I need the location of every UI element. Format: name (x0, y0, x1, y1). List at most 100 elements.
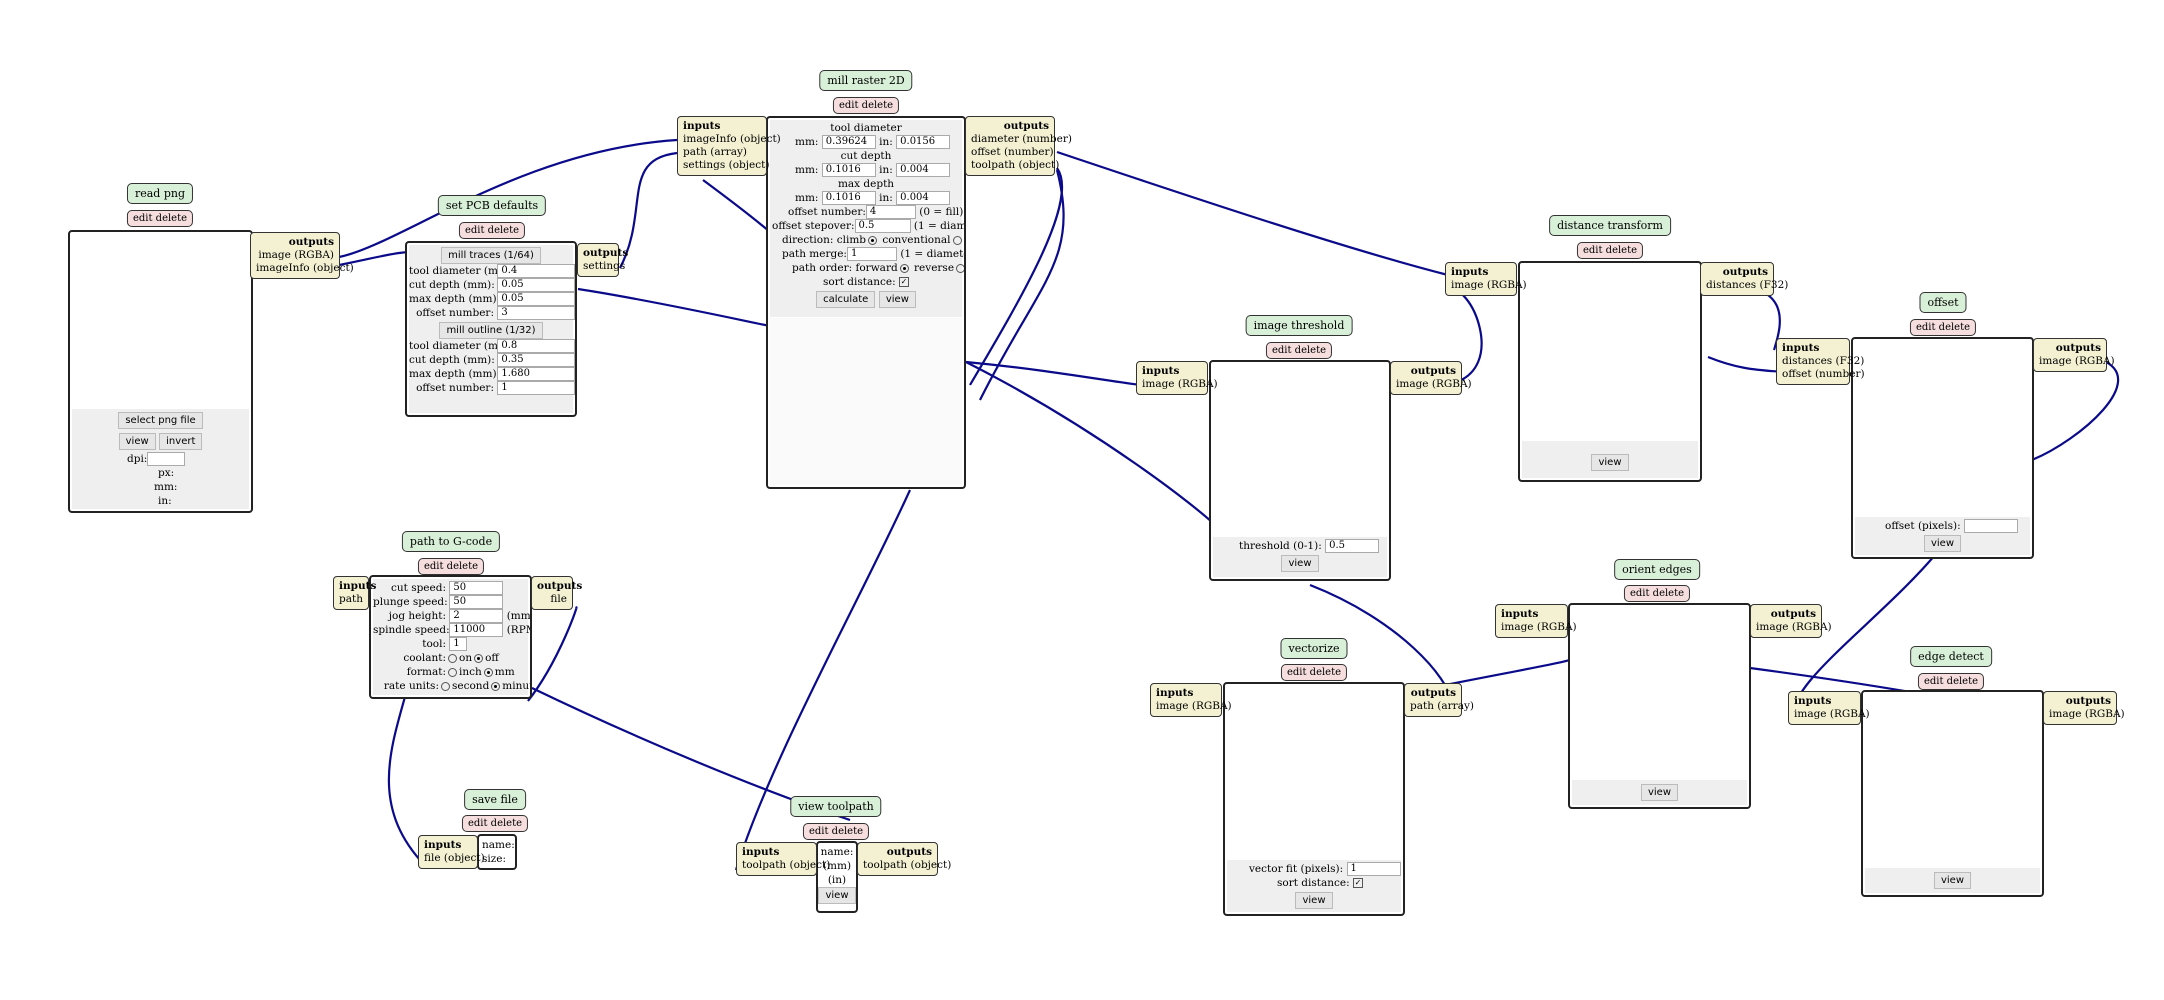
tool-input[interactable]: 1 (449, 637, 468, 651)
distance-transform-title[interactable]: distance transform (1549, 215, 1671, 236)
edit-delete-controls[interactable]: edit delete (1909, 319, 1977, 336)
offset-number-input[interactable]: 3 (497, 306, 575, 320)
view-button[interactable]: view (818, 887, 856, 904)
input-port[interactable]: settings (object) (683, 159, 770, 171)
mill-raster-title[interactable]: mill raster 2D (819, 70, 913, 91)
read-png-outputs[interactable]: outputs image (RGBA) imageInfo (object) (250, 232, 354, 279)
mill-raster-outputs[interactable]: outputs diameter (number) offset (number… (965, 116, 1072, 176)
save-file-inputs[interactable]: inputs file (object) (418, 835, 485, 869)
offset-number-input[interactable]: 1 (497, 381, 575, 395)
offset-outputs[interactable]: outputs image (RGBA) (2033, 338, 2115, 372)
edit-delete-controls[interactable]: edit delete (1576, 242, 1644, 259)
edit-delete-controls[interactable]: edit delete (458, 222, 526, 239)
input-port[interactable]: image (RGBA) (1156, 700, 1232, 712)
edit-delete-controls[interactable]: edit delete (417, 558, 485, 575)
edit-delete-controls[interactable]: edit delete (802, 823, 870, 840)
offset-number-input[interactable]: 4 (865, 205, 916, 219)
path-merge-input[interactable]: 1 (846, 247, 897, 261)
input-port[interactable]: image (RGBA) (1501, 621, 1577, 633)
edit-delete-controls[interactable]: edit delete (1623, 585, 1691, 602)
tool-mm-input[interactable]: 0.39624 (821, 135, 876, 149)
path-to-gcode-title[interactable]: path to G-code (401, 531, 501, 552)
read-png-title[interactable]: read png (126, 183, 194, 204)
output-port[interactable]: image (RGBA) (2039, 355, 2115, 367)
spindle-speed-input[interactable]: 11000 (449, 623, 504, 637)
select-png-button[interactable]: select png file (118, 412, 203, 429)
format-inch-radio[interactable] (448, 667, 457, 677)
orient-edges-inputs[interactable]: inputs image (RGBA) (1495, 604, 1577, 638)
cut-in-input[interactable]: 0.004 (896, 163, 951, 177)
offset-pixels-input[interactable] (1963, 519, 2018, 533)
input-port[interactable]: image (RGBA) (1142, 378, 1218, 390)
cut-mm-input[interactable]: 0.1016 (821, 163, 876, 177)
stepover-input[interactable]: 0.5 (854, 219, 911, 233)
view-toolpath-outputs[interactable]: outputs toolpath (object) (857, 842, 952, 876)
output-port[interactable]: image (RGBA) (258, 249, 334, 261)
output-port[interactable]: toolpath (object) (971, 159, 1060, 171)
distance-transform-inputs[interactable]: inputs image (RGBA) (1445, 262, 1527, 296)
tool-diameter-input[interactable]: 0.8 (497, 339, 575, 353)
set-pcb-outputs[interactable]: outputs settings (577, 243, 628, 277)
rate-minute-radio[interactable] (491, 681, 501, 691)
calculate-button[interactable]: calculate (816, 291, 876, 308)
path-to-gcode-inputs[interactable]: inputs path (333, 576, 376, 610)
climb-radio[interactable] (868, 235, 878, 245)
input-port[interactable]: distances (F32) (1782, 355, 1865, 367)
image-threshold-title[interactable]: image threshold (1245, 315, 1353, 336)
save-file-title[interactable]: save file (464, 789, 526, 810)
input-port[interactable]: imageInfo (object) (683, 133, 781, 145)
edit-delete-controls[interactable]: edit delete (126, 210, 194, 227)
output-port[interactable]: settings (583, 260, 626, 272)
input-port[interactable]: path (339, 593, 363, 605)
output-port[interactable]: distances (F32) (1706, 279, 1789, 291)
view-button[interactable]: view (878, 291, 916, 308)
view-button[interactable]: view (1933, 872, 1972, 889)
vector-fit-input[interactable]: 1 (1346, 862, 1401, 876)
conventional-radio[interactable] (952, 235, 962, 245)
sort-distance-checkbox[interactable]: ✓ (1352, 878, 1363, 888)
orient-edges-outputs[interactable]: outputs image (RGBA) (1750, 604, 1832, 638)
edit-delete-controls[interactable]: edit delete (1917, 673, 1985, 690)
input-port[interactable]: file (object) (424, 852, 485, 864)
view-button[interactable]: view (1281, 555, 1319, 572)
vectorize-outputs[interactable]: outputs path (array) (1404, 683, 1474, 717)
view-button[interactable]: view (1591, 454, 1629, 471)
path-to-gcode-outputs[interactable]: outputs file (531, 576, 582, 610)
view-button[interactable]: view (1923, 535, 1962, 552)
coolant-off-radio[interactable] (474, 653, 484, 663)
tool-diameter-input[interactable]: 0.4 (497, 264, 575, 278)
jog-height-input[interactable]: 2 (449, 609, 504, 623)
image-threshold-inputs[interactable]: inputs image (RGBA) (1136, 361, 1218, 395)
view-button[interactable]: view (1295, 892, 1333, 909)
cut-speed-input[interactable]: 50 (449, 581, 504, 595)
cut-depth-input[interactable]: 0.05 (497, 278, 575, 292)
input-port[interactable]: offset (number) (1782, 368, 1865, 380)
input-port[interactable]: image (RGBA) (1451, 279, 1527, 291)
max-mm-input[interactable]: 0.1016 (821, 191, 876, 205)
edit-delete-controls[interactable]: edit delete (1265, 342, 1333, 359)
format-mm-radio[interactable] (483, 667, 493, 677)
output-port[interactable]: image (RGBA) (1756, 621, 1832, 633)
output-port[interactable]: path (array) (1410, 700, 1474, 712)
max-depth-input[interactable]: 0.05 (497, 292, 575, 306)
view-button[interactable]: view (1640, 784, 1679, 801)
offset-title[interactable]: offset (1919, 292, 1967, 313)
distance-transform-outputs[interactable]: outputs distances (F32) (1700, 262, 1789, 296)
mill-raster-inputs[interactable]: inputs imageInfo (object) path (array) s… (677, 116, 781, 176)
orient-edges-title[interactable]: orient edges (1614, 559, 1700, 580)
output-port[interactable]: offset (number) (971, 146, 1054, 158)
edge-detect-title[interactable]: edge detect (1910, 646, 1992, 667)
sort-distance-checkbox[interactable]: ✓ (898, 277, 909, 287)
forward-radio[interactable] (899, 263, 909, 273)
output-port[interactable]: toolpath (object) (863, 859, 952, 871)
reverse-radio[interactable] (956, 263, 964, 273)
plunge-speed-input[interactable]: 50 (449, 595, 504, 609)
image-threshold-outputs[interactable]: outputs image (RGBA) (1390, 361, 1472, 395)
vectorize-title[interactable]: vectorize (1280, 638, 1348, 659)
output-port[interactable]: image (RGBA) (1396, 378, 1472, 390)
edge-detect-outputs[interactable]: outputs image (RGBA) (2043, 691, 2125, 725)
output-port[interactable]: imageInfo (object) (256, 262, 354, 274)
max-depth-input[interactable]: 1.680 (497, 367, 575, 381)
coolant-on-radio[interactable] (448, 653, 457, 663)
tool-in-input[interactable]: 0.0156 (896, 135, 951, 149)
